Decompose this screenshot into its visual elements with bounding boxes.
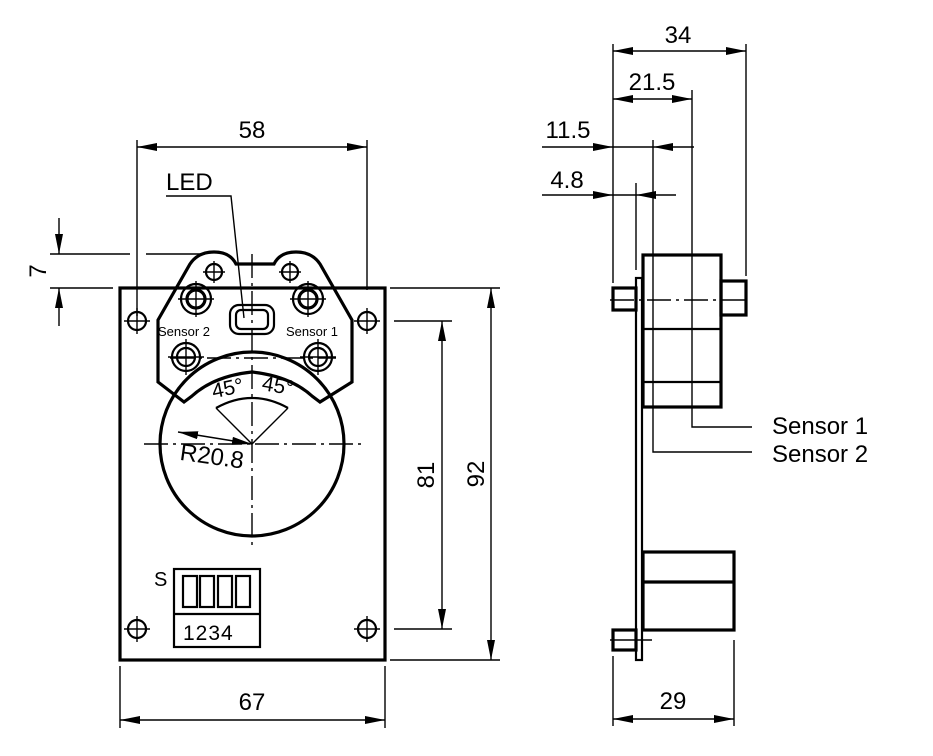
sensor-1-leader	[691, 90, 752, 428]
dim-29-label: 29	[660, 688, 687, 715]
dim-7-label: 7	[25, 264, 52, 277]
side-view: Sensor 1 Sensor 2 34 21.5 11.5 4.8 29	[542, 22, 868, 726]
dim-21-5-label: 21.5	[629, 69, 676, 96]
dim-81-label: 81	[413, 462, 440, 489]
mounting-hole-top-right	[354, 308, 380, 334]
sensor-2-top-hole	[178, 281, 214, 317]
side-sensor-block	[641, 253, 723, 409]
side-pin-top-left	[611, 286, 638, 312]
sensor-head-outline	[156, 250, 354, 405]
dim-58-label: 58	[239, 117, 266, 144]
sensor-2-bottom-hole	[168, 339, 204, 375]
angle-right-label: 45°	[260, 372, 295, 400]
side-sensor-1-label: Sensor 1	[772, 413, 868, 440]
mounting-hole-bottom-right	[354, 616, 380, 642]
led-label: LED	[166, 169, 213, 196]
switch-numbers-label: 1234	[183, 622, 234, 645]
dim-11-5-label: 11.5	[546, 117, 591, 144]
dim-4-8-label: 4.8	[550, 167, 583, 194]
dim-67-label: 67	[239, 689, 266, 716]
dip-switch-block	[172, 567, 262, 649]
side-sensor-2-label: Sensor 2	[772, 441, 868, 468]
led-leader-line	[166, 195, 245, 319]
head-hole-right	[279, 261, 301, 283]
led-housing	[228, 303, 276, 336]
dip-switch-3	[216, 574, 234, 609]
sensor-1-top-hole	[290, 281, 326, 317]
sensor-2-label: Sensor 2	[158, 324, 210, 339]
dip-switch-2	[198, 574, 216, 609]
side-plate	[634, 276, 644, 662]
dip-switch-4	[234, 574, 252, 609]
side-pin-top-right	[719, 279, 748, 317]
head-hole-left	[203, 261, 225, 283]
dim-92-label: 92	[463, 461, 490, 488]
led-window	[234, 308, 270, 331]
radius-arrow	[177, 431, 253, 445]
base-plate-outline	[118, 286, 387, 662]
dim-34-label: 34	[665, 22, 692, 49]
side-bottom-block	[641, 550, 736, 632]
sensor-2-leader	[652, 140, 752, 453]
sensor-1-bottom-hole	[300, 339, 336, 375]
sensor-1-label: Sensor 1	[286, 324, 338, 339]
mounting-hole-bottom-left	[124, 616, 150, 642]
switch-prefix-label: S	[154, 569, 167, 591]
front-view: LED Sensor 2 Sensor 1 45° 45° R20.8 S 12…	[25, 117, 500, 728]
dip-switch-1	[181, 574, 199, 609]
angle-arc	[215, 397, 289, 409]
